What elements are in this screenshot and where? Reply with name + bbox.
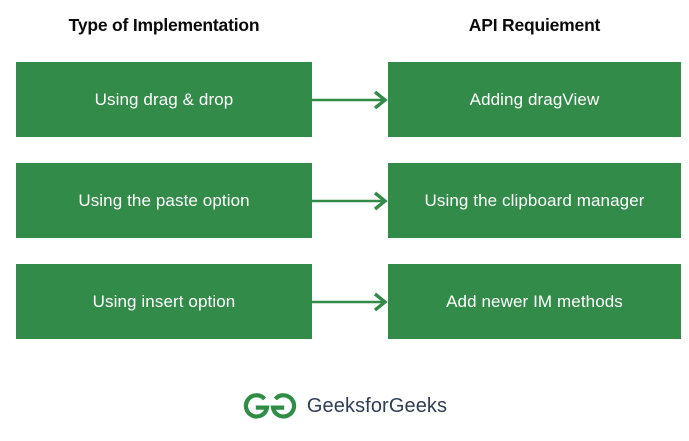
implementation-node: Using insert option	[16, 264, 312, 339]
api-requirement-node: Using the clipboard manager	[388, 163, 681, 238]
implementation-node: Using the paste option	[16, 163, 312, 238]
geeksforgeeks-gg-monogram-icon	[243, 393, 297, 419]
api-requirement-node: Adding dragView	[388, 62, 681, 137]
diagram-row: Using the paste option Using the clipboa…	[0, 163, 689, 238]
logo-wordmark: GeeksforGeeks	[306, 395, 448, 417]
column-headers: Type of Implementation API Requiement	[0, 12, 689, 42]
implementation-node: Using drag & drop	[16, 62, 312, 137]
arrow-right-icon	[312, 89, 390, 111]
diagram-row: Using drag & drop Adding dragView	[0, 62, 689, 137]
geeksforgeeks-logo: GeeksforGeeks	[0, 386, 689, 426]
diagram-row: Using insert option Add newer IM methods	[0, 264, 689, 339]
column-header-right: API Requiement	[468, 15, 601, 35]
api-requirement-node: Add newer IM methods	[388, 264, 681, 339]
column-header-left: Type of Implementation	[68, 15, 260, 35]
arrow-right-icon	[312, 291, 390, 313]
arrow-right-icon	[312, 190, 390, 212]
